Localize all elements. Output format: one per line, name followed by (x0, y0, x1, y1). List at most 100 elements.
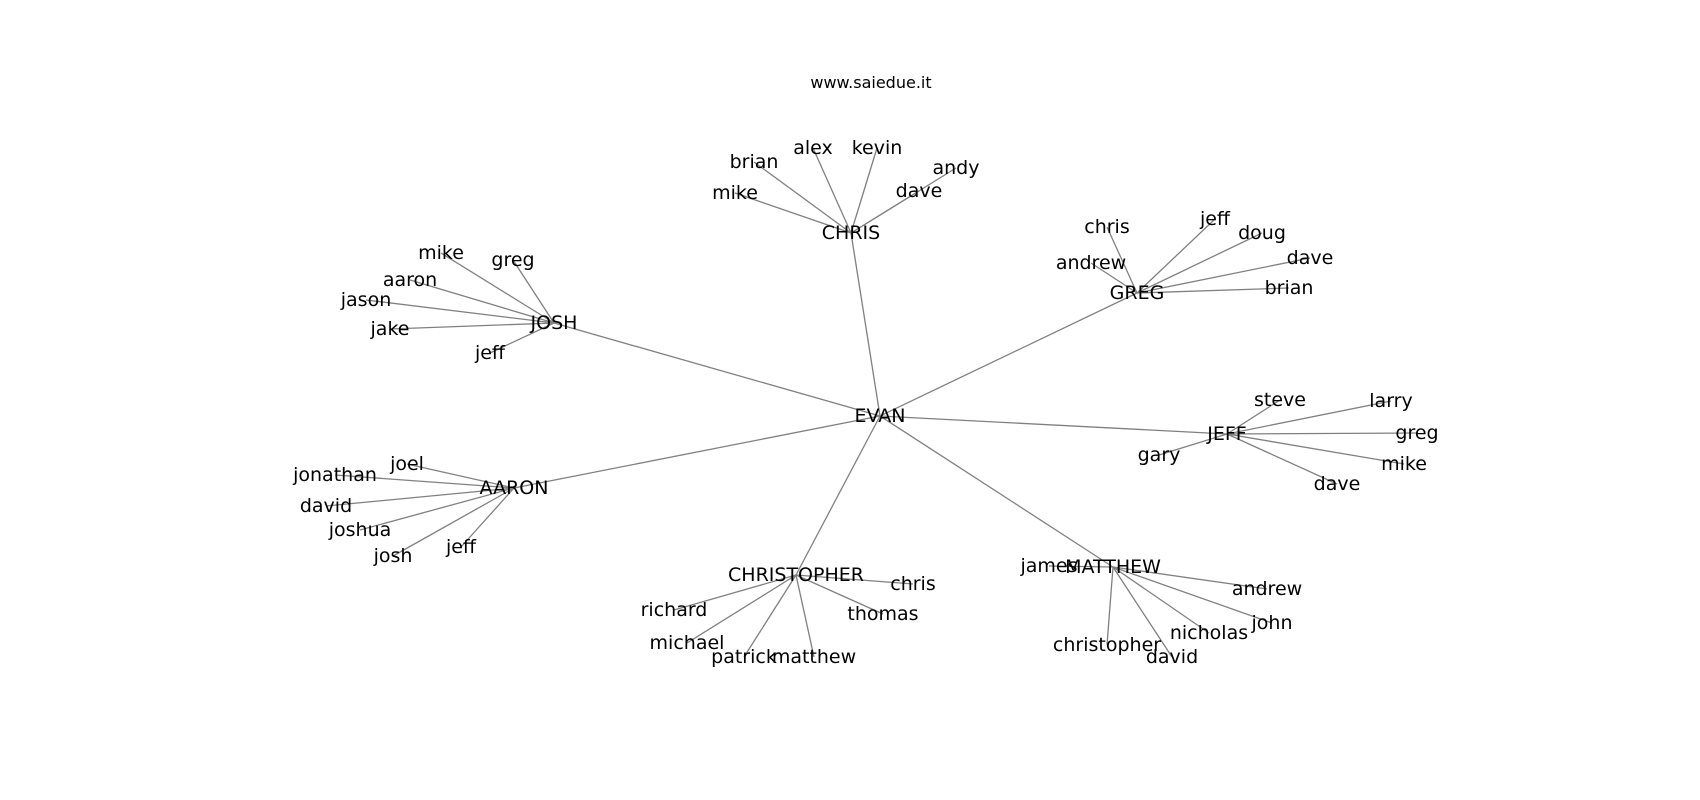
edge-jeff-gary (1158, 433, 1228, 456)
node-leaf-christopher-michael: michael (650, 632, 725, 654)
node-leaf-chris-dave: dave (896, 180, 943, 202)
edge-root-greg (879, 292, 1138, 417)
node-leaf-jeff-larry: larry (1369, 390, 1412, 412)
edge-matthew-andrew (1112, 566, 1268, 590)
edge-christopher-michael (686, 574, 797, 644)
edge-aaron-david (325, 487, 515, 507)
edge-matthew-christopher (1106, 566, 1114, 646)
edge-jeff-dave (1226, 433, 1338, 485)
node-leaf-aaron-josh: josh (373, 545, 413, 567)
edge-matthew-nicholas (1112, 566, 1210, 634)
edge-josh-jeff (489, 322, 555, 354)
node-leaf-jeff-steve: steve (1254, 389, 1306, 411)
node-leaf-matthew-david: david (1146, 646, 1198, 668)
node-leaf-christopher-thomas: thomas (847, 603, 918, 625)
edge-jeff-mike (1226, 433, 1405, 465)
edge-jeff-greg (1226, 432, 1418, 435)
node-leaf-christopher-chris: chris (890, 573, 935, 595)
node-leaf-josh-jake: jake (370, 318, 410, 340)
node-leaf-aaron-joshua: joshua (328, 519, 392, 541)
edge-matthew-david (1112, 566, 1173, 658)
edge-jeff-larry (1226, 400, 1392, 435)
node-leaf-matthew-john: john (1251, 612, 1293, 634)
edge-josh-aaron (409, 279, 555, 324)
edge-greg-brian (1136, 287, 1290, 294)
edge-root-chris (850, 232, 881, 417)
node-leaf-matthew-andrew: andrew (1232, 578, 1302, 600)
edge-greg-doug (1136, 232, 1263, 294)
node-leaf-matthew-nicholas: nicholas (1170, 622, 1248, 644)
node-leaf-aaron-jeff: jeff (445, 536, 477, 558)
edge-greg-chris (1106, 226, 1138, 294)
edge-chris-mike (734, 192, 852, 234)
node-root: EVAN (855, 405, 906, 427)
edge-greg-andrew (1090, 262, 1138, 294)
node-leaf-josh-jason: jason (340, 289, 392, 311)
edge-greg-jeff (1136, 218, 1216, 294)
node-leaf-greg-brian: brian (1265, 277, 1314, 299)
node-hub-jeff: JEFF (1206, 423, 1246, 445)
node-leaf-greg-chris: chris (1084, 216, 1129, 238)
edge-christopher-patrick (743, 574, 797, 658)
node-leaf-matthew-james: james (1019, 555, 1077, 577)
node-hub-josh: JOSH (530, 312, 578, 334)
edge-root-jeff (879, 415, 1228, 435)
edge-christopher-matthew (795, 574, 815, 658)
node-leaf-josh-mike: mike (418, 242, 464, 264)
node-leaf-josh-greg: greg (491, 249, 534, 271)
node-leaf-greg-andrew: andrew (1056, 252, 1126, 274)
node-leaf-jeff-dave: dave (1314, 473, 1361, 495)
node-leaf-greg-doug: doug (1238, 222, 1286, 244)
node-leaf-chris-andy: andy (933, 157, 980, 179)
node-hub-chris: CHRIS (822, 222, 880, 244)
node-leaf-aaron-david: david (300, 495, 352, 517)
edge-greg-dave (1136, 257, 1311, 294)
edge-root-christopher (795, 415, 881, 576)
edge-matthew-john (1112, 566, 1273, 624)
edge-root-josh (553, 322, 881, 417)
node-hub-greg: GREG (1110, 282, 1165, 304)
node-leaf-jeff-gary: gary (1138, 444, 1181, 466)
edge-aaron-jonathan (334, 474, 515, 489)
node-leaf-chris-alex: alex (793, 137, 833, 159)
edge-jeff-steve (1226, 399, 1281, 435)
watermark: www.saiedue.it (810, 73, 931, 92)
edge-aaron-joshua (359, 487, 515, 531)
edge-chris-alex (812, 147, 852, 234)
node-hub-christopher: CHRISTOPHER (728, 564, 864, 586)
node-leaf-josh-aaron: aaron (383, 269, 437, 291)
node-leaf-matthew-christopher: christopher (1053, 634, 1161, 656)
node-leaf-greg-jeff: jeff (1199, 208, 1231, 230)
edge-aaron-joel (406, 463, 515, 489)
node-leaf-aaron-joel: joel (389, 453, 424, 475)
edge-chris-kevin (850, 147, 878, 234)
node-hub-aaron: AARON (480, 477, 549, 499)
edge-chris-brian (753, 161, 852, 234)
node-leaf-josh-jeff: jeff (474, 342, 506, 364)
node-leaf-chris-kevin: kevin (852, 137, 903, 159)
edge-aaron-jeff (460, 487, 515, 548)
node-leaf-christopher-matthew: matthew (772, 646, 856, 668)
node-hub-matthew: MATTHEW (1065, 556, 1161, 578)
edge-christopher-thomas (795, 574, 884, 615)
node-leaf-chris-brian: brian (730, 151, 779, 173)
edges-layer (325, 147, 1418, 658)
node-leaf-christopher-richard: richard (641, 599, 708, 621)
edge-josh-jason (365, 299, 555, 324)
node-leaf-christopher-patrick: patrick (711, 646, 777, 668)
node-leaf-jeff-mike: mike (1381, 453, 1427, 475)
edge-christopher-chris (795, 574, 914, 585)
edge-aaron-josh (392, 487, 515, 557)
edge-root-matthew (879, 415, 1114, 568)
edge-root-aaron (513, 415, 881, 489)
edge-christopher-richard (673, 574, 797, 611)
node-leaf-greg-dave: dave (1287, 247, 1334, 269)
edge-josh-jake (389, 322, 555, 330)
edge-josh-greg (512, 259, 555, 324)
node-leaf-aaron-jonathan: jonathan (292, 464, 377, 486)
edge-chris-dave (850, 190, 920, 234)
node-leaf-jeff-greg: greg (1395, 422, 1438, 444)
node-leaf-chris-mike: mike (712, 182, 758, 204)
